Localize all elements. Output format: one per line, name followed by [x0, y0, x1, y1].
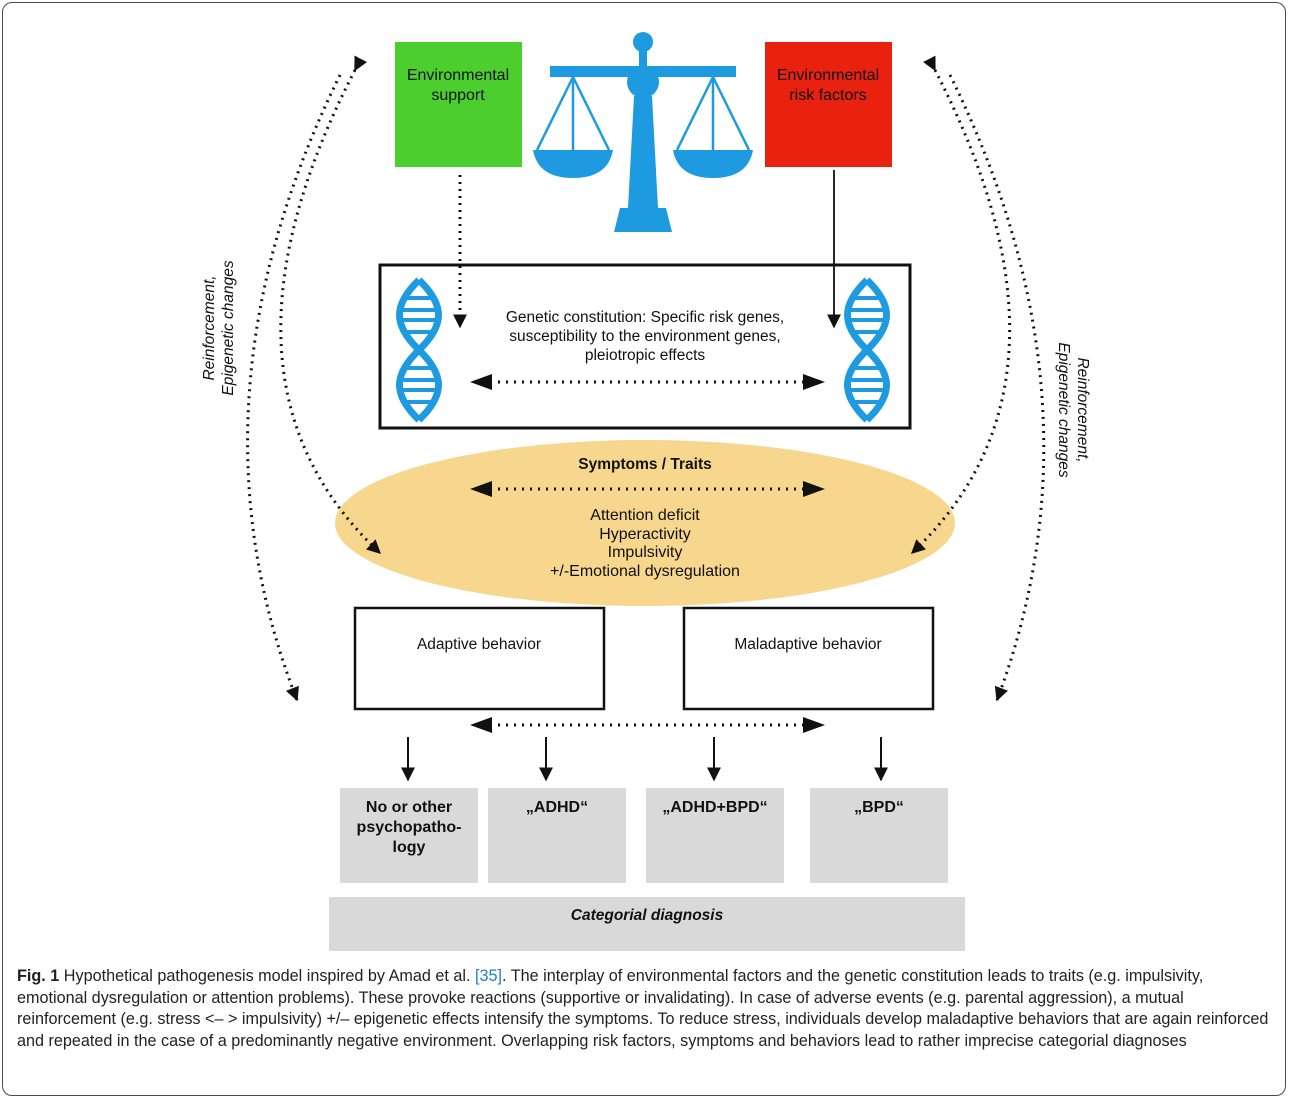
genetic-arrowhead-right [803, 374, 825, 390]
genetic-line-1: Genetic constitution: Specific risk gene… [506, 309, 784, 326]
support-color [395, 42, 522, 167]
side-label-left-line-1: Reinforcement, [201, 275, 218, 380]
environmental-support-box: Environmental support [395, 42, 522, 167]
balance-scale-icon [533, 32, 753, 232]
right-outer-curved-arrow [948, 74, 1046, 702]
genetic-constitution-box: Genetic constitution: Specific risk gene… [378, 263, 912, 430]
behavior-arrowhead-right [803, 717, 825, 733]
outcome-adhd-box: „ADHD“ [488, 788, 626, 883]
outcome-none-line-3: logy [393, 839, 426, 856]
risk-line-2: risk factors [789, 87, 866, 104]
side-label-left-line-2: Epigenetic changes [220, 260, 237, 396]
caption-text-after-ref: . The interplay of environmental factors… [17, 967, 1269, 1050]
outcome-adhd-label: „ADHD“ [526, 799, 588, 816]
symptoms-ellipse: Symptoms / Traits Attention deficit Hype… [335, 440, 955, 606]
symptoms-arrowhead-right [803, 481, 825, 497]
genetic-line-2: susceptibility to the environment genes, [509, 328, 780, 345]
risk-line-1: Environmental [777, 67, 879, 84]
outcome-adhd-bpd-box: „ADHD+BPD“ [646, 788, 784, 883]
symptom-item-1: Attention deficit [590, 507, 700, 524]
symptoms-arrowhead-left [470, 481, 492, 497]
symptoms-title: Symptoms / Traits [578, 456, 712, 473]
symptom-item-4: +/-Emotional dysregulation [550, 563, 740, 580]
side-label-right: Reinforcement, Epigenetic changes [1055, 342, 1091, 478]
caption-label: Fig. 1 [17, 967, 60, 985]
environmental-risk-box: Environmental risk factors [765, 42, 892, 167]
maladaptive-label: Maladaptive behavior [734, 636, 881, 653]
categorial-diagnosis-bar: Categorial diagnosis [329, 897, 965, 951]
support-line-2: support [431, 87, 485, 104]
maladaptive-behavior-box: Maladaptive behavior [682, 606, 935, 711]
pathogenesis-diagram: Environmental support Environmental risk… [201, 32, 1091, 951]
caption-text-before-ref: Hypothetical pathogenesis model inspired… [63, 967, 476, 985]
outcome-none-box: No or other psychopatho- logy [340, 788, 478, 883]
side-label-left: Reinforcement, Epigenetic changes [201, 260, 237, 396]
side-label-right-line-1: Reinforcement, [1074, 357, 1091, 462]
symptom-item-3: Impulsivity [608, 544, 683, 561]
outcome-bpd-box: „BPD“ [810, 788, 948, 883]
side-label-right-line-2: Epigenetic changes [1055, 342, 1072, 478]
left-outer-curved-arrow [246, 74, 342, 702]
genetic-arrowhead-left [470, 374, 492, 390]
outcome-bpd-label: „BPD“ [854, 799, 904, 816]
symptom-item-2: Hyperactivity [599, 526, 691, 543]
outcome-none-line-1: No or other [366, 799, 452, 816]
caption-reference-link[interactable]: [35] [475, 967, 503, 985]
categorial-label: Categorial diagnosis [571, 907, 724, 924]
behavior-arrowhead-left [470, 717, 492, 733]
support-line-1: Environmental [407, 67, 509, 84]
genetic-line-3: pleiotropic effects [585, 347, 706, 364]
right-inner-curved-arrow [910, 55, 1012, 555]
outcome-none-line-2: psychopatho- [357, 819, 462, 836]
outcome-adhd-bpd-label: „ADHD+BPD“ [662, 799, 767, 816]
adaptive-behavior-box: Adaptive behavior [353, 606, 606, 711]
left-inner-curved-arrow [279, 55, 382, 555]
figure-caption: Fig. 1 Hypothetical pathogenesis model i… [17, 966, 1272, 1052]
adaptive-label: Adaptive behavior [417, 636, 541, 653]
